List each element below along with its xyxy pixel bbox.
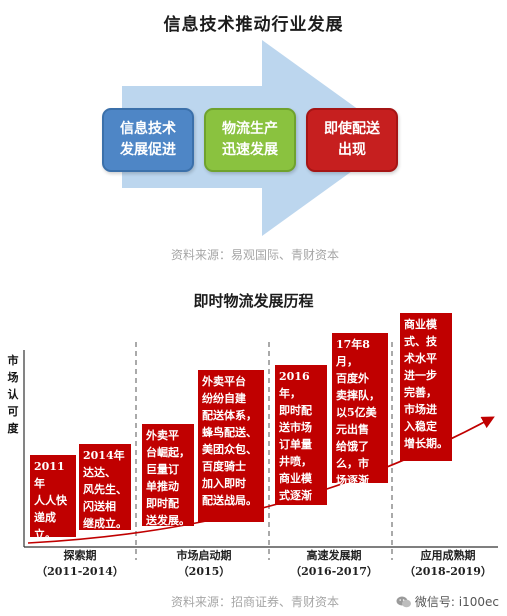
phase-name: 市场启动期 [176, 549, 232, 562]
card-line: 即时配 [146, 497, 179, 510]
wechat-icon [396, 596, 411, 607]
card-line: 进一步 [404, 369, 437, 382]
step-box-line: 发展促进 [120, 142, 176, 158]
card-line: 术水平 [404, 352, 437, 365]
step-box-line: 即使配送 [324, 121, 380, 137]
step-box-info-tech: 信息技术 发展促进 [102, 108, 194, 172]
card-line: 以5亿美 [336, 406, 377, 419]
card-line: 百度外 [336, 372, 369, 385]
card-line: 外卖平 [146, 429, 179, 442]
phase-name: 高速发展期 [306, 549, 362, 562]
card-line: 2011年 [34, 460, 65, 490]
card-line: 达达、 [83, 466, 116, 479]
card-line: 增长期。 [404, 437, 448, 450]
phase-years: （2015） [177, 565, 231, 578]
card-line: 完善， [404, 386, 437, 399]
milestone-card-mature: 商业模 式、技 术水平 进一步 完善， 市场进 入稳定 增长期。 [400, 313, 452, 461]
card-line: 送市场 [279, 421, 312, 434]
card-line: 清晰。 [279, 506, 312, 519]
card-line: 元出售 [336, 423, 369, 436]
card-line: 巨量订 [146, 463, 179, 476]
wechat-id: 微信号: i100ec [414, 595, 499, 609]
y-axis-label: 市 场 认 可 度 [5, 352, 21, 437]
card-line: 井喷， [279, 455, 312, 468]
y-axis-char: 场 [7, 371, 19, 384]
y-axis-char: 认 [7, 388, 19, 401]
phase-years: （2016-2017） [290, 565, 378, 578]
phase-name: 应用成熟期 [420, 549, 476, 562]
card-line: 商业模 [404, 318, 437, 331]
y-axis-char: 可 [7, 405, 19, 418]
phase-label-rapid-growth: 高速发展期 （2016-2017） [278, 548, 390, 580]
card-line: 百度骑士 [202, 460, 246, 473]
card-line: 人人快 [34, 494, 67, 507]
bottom-source-note: 资料来源：招商证券、青财资本 [170, 595, 339, 609]
top-diagram-title: 信息技术推动行业发展 [163, 15, 344, 35]
phase-label-mature: 应用成熟期 （2018-2019） [392, 548, 504, 580]
card-line: 式、技 [404, 335, 437, 348]
milestone-card-2014: 2014年 达达、 风先生、 闪送相 继成立。 [79, 444, 131, 530]
card-line: 2016年， [279, 370, 310, 400]
card-line: 加入即时 [202, 477, 246, 490]
card-line: 台崛起， [146, 446, 190, 459]
card-line: 给饿了 [336, 440, 369, 453]
y-axis-char: 度 [7, 422, 19, 435]
card-line: 即时配 [279, 404, 312, 417]
card-line: 蜂鸟配送、 [202, 426, 257, 439]
card-line: 配送体系， [202, 409, 257, 422]
wechat-watermark: 微信号: i100ec [396, 593, 499, 610]
card-line: 纷纷自建 [202, 392, 246, 405]
card-line: 风先生、 [83, 483, 127, 496]
milestone-card-self-delivery: 外卖平台 纷纷自建 配送体系， 蜂鸟配送、 美团众包、 百度骑士 加入即时 配送… [198, 370, 264, 522]
milestone-card-2017: 17年8月， 百度外 卖摔队， 以5亿美 元出售 给饿了 么，市 场逐渐 成熟。 [332, 333, 388, 504]
card-line: 式逐渐 [279, 489, 312, 502]
step-box-instant-delivery: 即使配送 出现 [306, 108, 398, 172]
step-box-line: 物流生产 [222, 121, 278, 137]
phase-years: （2018-2019） [404, 565, 492, 578]
card-line: 成熟。 [336, 491, 369, 504]
card-line: 场逐渐 [336, 474, 369, 487]
card-line: 商业模 [279, 472, 312, 485]
card-line: 入稳定 [404, 420, 437, 433]
phase-label-exploration: 探索期 （2011-2014） [30, 548, 130, 580]
milestone-card-2016: 2016年， 即时配 送市场 订单量 井喷， 商业模 式逐渐 清晰。 [275, 365, 327, 519]
timeline-title: 即时物流发展历程 [193, 292, 314, 310]
step-box-line: 信息技术 [120, 121, 176, 137]
card-line: 么，市 [336, 457, 369, 470]
card-line: 卖摔队， [336, 389, 380, 402]
y-axis-char: 市 [7, 354, 19, 367]
card-line: 递成立。 [34, 511, 56, 541]
card-line: 送发展。 [146, 514, 190, 527]
step-box-logistics: 物流生产 迅速发展 [204, 108, 296, 172]
step-box-line: 出现 [338, 142, 366, 158]
milestone-card-takeout-rise: 外卖平 台崛起， 巨量订 单推动 即时配 送发展。 [142, 424, 194, 527]
card-line: 外卖平台 [202, 375, 246, 388]
phase-years: （2011-2014） [36, 565, 124, 578]
card-line: 配送战局。 [202, 494, 257, 507]
card-line: 继成立。 [83, 517, 127, 530]
phase-name: 探索期 [63, 549, 97, 562]
card-line: 闪送相 [83, 500, 116, 513]
card-line: 17年8月， [336, 338, 370, 368]
card-line: 订单量 [279, 438, 312, 451]
card-line: 2014年 [83, 449, 125, 462]
top-source-note: 资料来源：易观国际、青财资本 [170, 248, 339, 262]
milestone-card-2011: 2011年 人人快 递成立。 [30, 455, 76, 541]
card-line: 美团众包、 [202, 443, 257, 456]
phase-label-launch: 市场启动期 （2015） [148, 548, 260, 580]
card-line: 市场进 [404, 403, 437, 416]
card-line: 单推动 [146, 480, 179, 493]
step-box-line: 迅速发展 [222, 142, 278, 158]
